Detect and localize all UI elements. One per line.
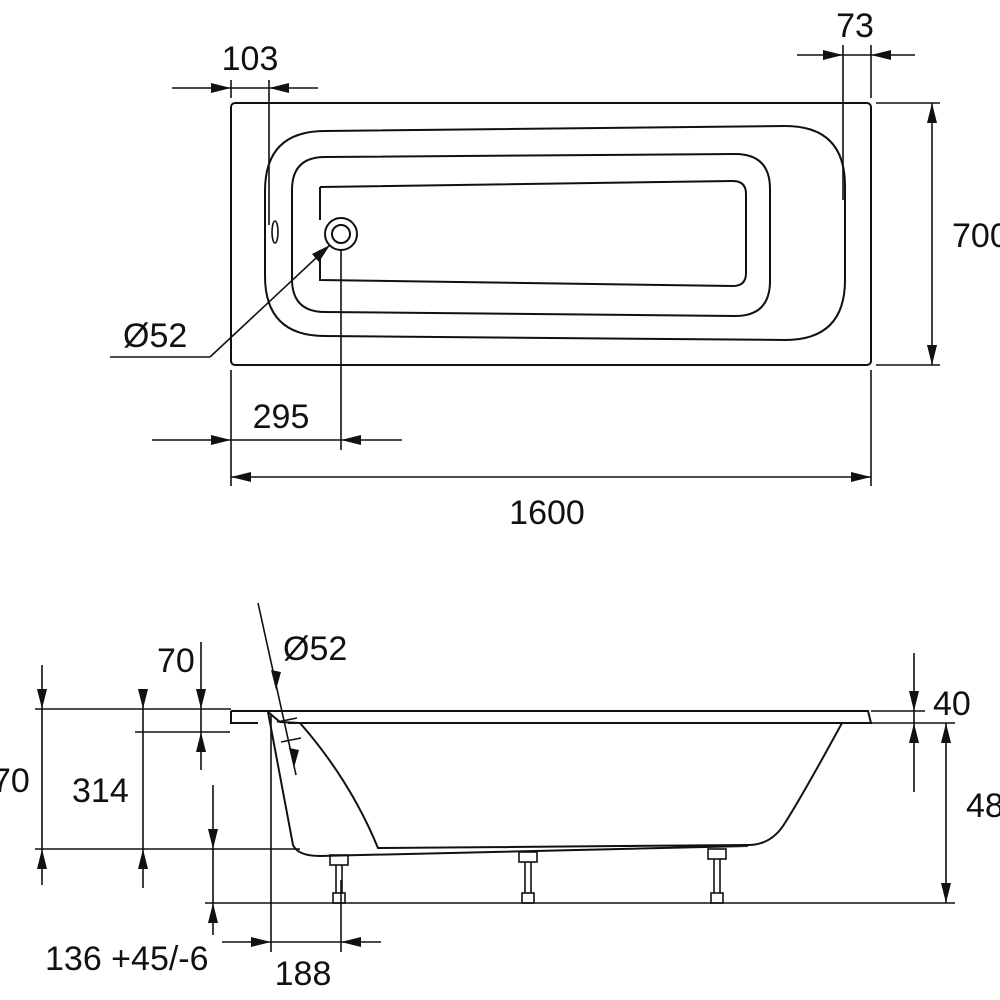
total-height-label: 70 xyxy=(0,762,30,800)
drain-leader-arrow xyxy=(312,245,330,262)
side-view: 70 314 70 136 +45/-6 Ø52 188 4 xyxy=(0,602,1000,993)
dim-295-label: 295 xyxy=(253,398,310,436)
dim-73-arrow-left xyxy=(823,50,843,60)
tub-flat-bottom xyxy=(319,179,747,288)
dim-40-arrow-up xyxy=(909,723,919,743)
drain-diameter-label: Ø52 xyxy=(123,317,187,355)
dim-700-arrow-top xyxy=(927,103,937,123)
overflow-leader-arrow-2 xyxy=(289,748,299,768)
dim-295-arrow-right xyxy=(341,435,361,445)
dim-295-arrow-left xyxy=(211,435,231,445)
drain-inner xyxy=(331,224,351,244)
leg-left xyxy=(329,854,349,904)
overflow-hole xyxy=(271,220,279,244)
top-view: 103 73 700 Ø52 295 1600 xyxy=(110,7,1000,532)
rim-thickness-label: 40 xyxy=(933,685,971,723)
dim-136-arrow-bottom xyxy=(208,903,218,923)
inner-depth-label: 314 xyxy=(72,772,129,810)
leg-right xyxy=(707,848,727,904)
tub-bottom-step xyxy=(291,152,771,318)
dim-40-arrow-down xyxy=(909,691,919,711)
dim-1600-label: 1600 xyxy=(509,494,585,532)
leg-middle xyxy=(518,851,538,904)
body-height-label: 48 xyxy=(966,787,1000,825)
dim-700-label: 700 xyxy=(952,217,1000,255)
tub-side-rim-left xyxy=(230,711,258,724)
tub-side-body xyxy=(267,711,843,858)
tub-side-rim xyxy=(231,710,873,724)
dim-700-arrow-bottom xyxy=(927,345,937,365)
overflow-leader-arrow xyxy=(271,670,281,690)
dim-70-top-arrow-down xyxy=(196,689,206,709)
dim-103-label: 103 xyxy=(222,40,279,78)
dim-70-left-arrow-bottom xyxy=(37,849,47,869)
dim-70-left-arrow-top xyxy=(37,689,47,709)
dim-136-arrow-top xyxy=(208,829,218,849)
dim-48-arrow-top xyxy=(941,723,951,743)
tub-outer-rim xyxy=(230,102,872,366)
dim-314-arrow-top xyxy=(138,689,148,709)
dim-103-arrow-right xyxy=(269,83,289,93)
dim-1600-arrow-left xyxy=(231,472,251,482)
dim-73-label: 73 xyxy=(836,7,874,45)
tub-basin-outline xyxy=(264,124,846,342)
dim-103-arrow-left xyxy=(211,83,231,93)
overflow-leader-line xyxy=(257,602,297,776)
dim-70-top-arrow-up xyxy=(196,732,206,752)
dim-188-arrow-left xyxy=(251,937,271,947)
dim-73-arrow-right xyxy=(871,50,891,60)
leg-height-label: 136 +45/-6 xyxy=(45,940,209,978)
dim-1600-arrow-right xyxy=(851,472,871,482)
overflow-tick-1 xyxy=(276,717,298,723)
overflow-tick-2 xyxy=(280,737,302,743)
overflow-diameter-label: Ø52 xyxy=(283,630,347,668)
dim-48-arrow-bottom xyxy=(941,883,951,903)
dim-314-arrow-bottom xyxy=(138,849,148,869)
drain-leader-line xyxy=(209,244,331,358)
dim-188-arrow-right xyxy=(341,937,361,947)
drain-position-label: 188 xyxy=(275,955,332,993)
overflow-offset-label: 70 xyxy=(157,642,195,680)
